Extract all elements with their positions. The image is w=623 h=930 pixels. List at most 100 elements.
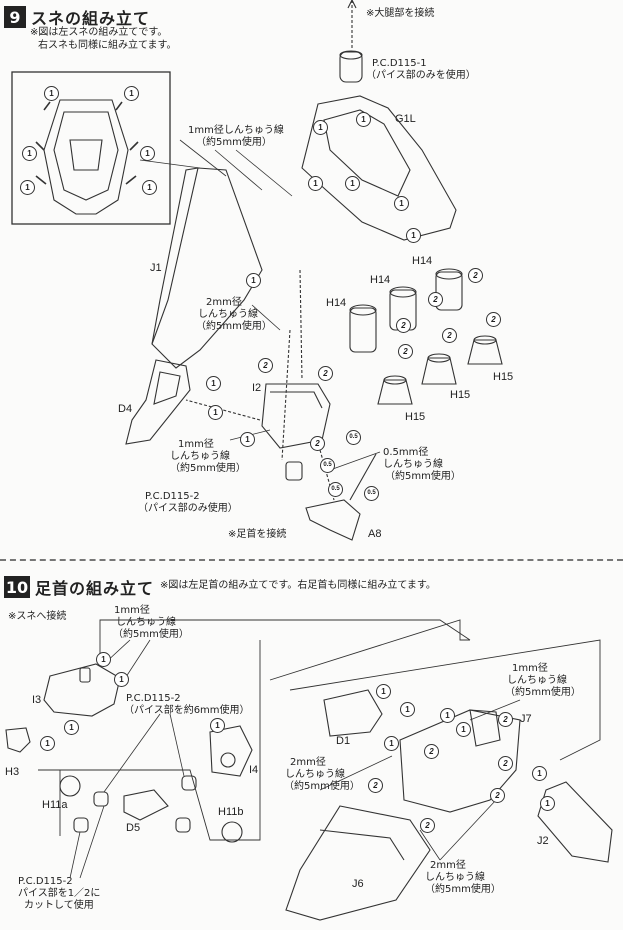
section9-note-line1: ※図は左スネの組み立てです。	[30, 27, 168, 38]
marker-2: 2	[318, 366, 333, 381]
marker-1: 1	[540, 796, 555, 811]
marker-2: 2	[310, 436, 325, 451]
part-j7	[399, 709, 521, 813]
pcd1-note: （パイス部のみを使用）	[366, 70, 476, 81]
marker-2: 2	[398, 344, 413, 359]
s10-frame-left	[99, 619, 471, 664]
s9-wire2-size: 2mm径	[206, 297, 242, 308]
s9-wire1-label: 1mm径しんちゅう線	[188, 125, 284, 136]
s10-frame-right	[269, 619, 470, 681]
marker-1: 1	[40, 736, 55, 751]
part-label-h11a: H11a	[42, 799, 68, 811]
connect-thigh-note: ※大腿部を接続	[366, 8, 435, 19]
marker-half: 0.5	[328, 482, 343, 497]
part-d4	[125, 359, 191, 445]
marker-1: 1	[20, 180, 35, 195]
section-divider	[0, 559, 623, 561]
connect-shin-note: ※スネへ接続	[8, 611, 67, 622]
marker-1: 1	[376, 684, 391, 699]
pcd115-1-tube	[339, 51, 363, 83]
section10-note: ※図は左足首の組み立てです。右足首も同様に組み立てます。	[160, 580, 436, 591]
part-d5	[123, 789, 169, 821]
part-label-h3: H3	[5, 766, 20, 778]
part-label-h15-mid: H15	[450, 389, 471, 401]
s10-wire1-type: しんちゅう線	[116, 617, 176, 628]
part-j6	[285, 805, 431, 921]
part-label-j6: J6	[352, 878, 364, 890]
marker-1: 1	[345, 176, 360, 191]
part-label-a8: A8	[368, 528, 382, 540]
marker-2: 2	[368, 778, 383, 793]
pcd2-note: （パイス部のみ使用）	[138, 503, 238, 514]
s10-wire3-size: 2mm径	[290, 757, 326, 768]
marker-2: 2	[498, 712, 513, 727]
s9-wire3-type: しんちゅう線	[170, 451, 230, 462]
marker-2: 2	[490, 788, 505, 803]
s9-wire1-usage: （約5mm使用）	[196, 137, 272, 148]
marker-1: 1	[406, 228, 421, 243]
s10-wire2-size: 1mm径	[512, 663, 548, 674]
pcd115-2-tube	[285, 461, 303, 481]
marker-2: 2	[428, 292, 443, 307]
marker-1: 1	[140, 146, 155, 161]
marker-1: 1	[356, 112, 371, 127]
section10-header: 10 足首の組み立て	[4, 575, 154, 599]
pcd2-label: P.C.D115-2	[145, 491, 200, 502]
part-label-i2: I2	[252, 382, 262, 394]
s9-wire4-type: しんちゅう線	[383, 459, 443, 470]
part-i4	[209, 725, 253, 777]
marker-1: 1	[240, 432, 255, 447]
g1l-front-view	[43, 99, 129, 215]
marker-1: 1	[384, 736, 399, 751]
marker-1: 1	[532, 766, 547, 781]
s10-pcd-a-label: P.C.D115-2	[126, 693, 181, 704]
part-h3	[5, 727, 31, 753]
s9-leader-lines	[139, 139, 381, 471]
marker-1: 1	[440, 708, 455, 723]
part-j1	[151, 167, 263, 369]
part-label-h14-low: H14	[326, 297, 347, 309]
s10-wire1-size: 1mm径	[114, 605, 150, 616]
arrow-up-icon	[347, 0, 357, 9]
marker-2: 2	[420, 818, 435, 833]
marker-1: 1	[206, 376, 221, 391]
marker-1: 1	[394, 196, 409, 211]
h14-h15-parts	[349, 268, 503, 405]
s9-wire3-usage: （約5mm使用）	[170, 463, 246, 474]
part-label-h11b: H11b	[218, 806, 244, 818]
part-label-h14-mid: H14	[370, 274, 391, 286]
marker-1: 1	[142, 180, 157, 195]
part-h11a	[59, 775, 81, 797]
s10-pcd-b-note2: カットして使用	[24, 900, 94, 911]
s10-leader-lines	[69, 639, 521, 879]
marker-half: 0.5	[346, 430, 361, 445]
s9-wire2-type: しんちゅう線	[198, 309, 258, 320]
s10-pcd-a-note: （パイス部を約6mm使用）	[124, 705, 250, 716]
pcd1-label: P.C.D115-1	[372, 58, 427, 69]
marker-2: 2	[442, 328, 457, 343]
section9-note-line2: 右スネも同様に組み立てます。	[38, 40, 177, 51]
part-label-g1l: G1L	[395, 113, 416, 125]
marker-1: 1	[208, 405, 223, 420]
s10-wire3-type: しんちゅう線	[285, 769, 345, 780]
s10-wire2-type: しんちゅう線	[507, 675, 567, 686]
marker-2: 2	[468, 268, 483, 283]
s9-wire4-size: 0.5mm径	[383, 447, 429, 458]
part-label-j7: J7	[520, 713, 532, 725]
s9-inset-pins	[35, 101, 139, 185]
part-label-j1: J1	[150, 262, 162, 274]
part-label-h15-left: H15	[405, 411, 426, 423]
part-label-j2: J2	[537, 835, 549, 847]
s9-wire2-usage: （約5mm使用）	[196, 321, 272, 332]
connect-ankle-note: ※足首を接続	[228, 529, 287, 540]
section9-title: スネの組み立て	[31, 9, 151, 28]
marker-1: 1	[124, 86, 139, 101]
s10-wire4-type: しんちゅう線	[425, 872, 485, 883]
part-label-d5: D5	[126, 822, 141, 834]
marker-1: 1	[22, 146, 37, 161]
part-h11b	[221, 821, 243, 843]
part-label-h15-right: H15	[493, 371, 514, 383]
s10-wire1-usage: （約5mm使用）	[113, 629, 189, 640]
